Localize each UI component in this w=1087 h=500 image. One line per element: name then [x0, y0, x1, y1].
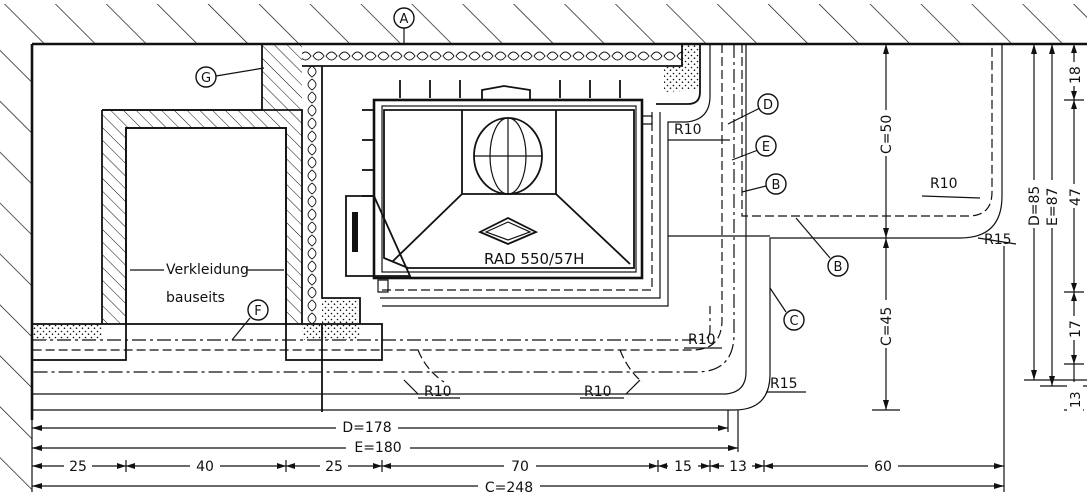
bubble-f: F [231, 299, 269, 341]
radius-r15-corner: R15 [770, 376, 798, 392]
dim-right-c-lower: C=45 [879, 307, 895, 346]
bubble-b-right: B [741, 173, 787, 195]
bubble-d: D [727, 93, 779, 125]
bottom-dimensions: D=178 E=180 [31, 246, 1005, 496]
bubble-e: E [731, 135, 777, 161]
svg-text:C: C [789, 314, 798, 329]
svg-text:D: D [763, 98, 773, 113]
radius-r10-top: R10 [674, 122, 702, 138]
right-dimensions: C=50 C=45 D=85 E=87 [872, 43, 1087, 412]
svg-text:B: B [772, 178, 781, 193]
dim-bottom-d: D=178 [342, 420, 391, 436]
dim-right-seg-mid: 47 [1068, 188, 1084, 206]
svg-text:E: E [762, 140, 770, 155]
svg-text:A: A [400, 12, 409, 27]
dim-right-seg-top: 18 [1068, 66, 1084, 84]
radius-r10-bottom-right: R10 [584, 384, 612, 400]
insulation [302, 44, 701, 326]
fireplace-insert: RAD 550/57H [345, 80, 661, 299]
radius-r10-corner: R10 [688, 332, 716, 348]
insert-model-label: RAD 550/57H [484, 250, 584, 268]
right-hearth-outline [32, 44, 1003, 411]
dim-right-seg-bottom: 13 [1069, 391, 1084, 408]
dim-right-seg-low: 17 [1068, 320, 1084, 338]
bubble-c: C [769, 287, 805, 331]
dim-seg-2: 40 [196, 459, 214, 475]
hearth-offset-lines [32, 44, 747, 412]
svg-text:G: G [201, 71, 211, 86]
dim-bottom-e: E=180 [354, 440, 401, 456]
dim-right-c-upper: C=50 [879, 115, 895, 154]
top-fins [362, 80, 621, 197]
dim-seg-1: 25 [69, 459, 87, 475]
bubble-b-bottom: B [795, 217, 849, 277]
radius-r10-right: R10 [930, 176, 958, 192]
dim-seg-7: 60 [874, 459, 892, 475]
dim-bottom-c: C=248 [485, 480, 533, 496]
radius-r10-bottom-left: R10 [424, 384, 452, 400]
svg-text:F: F [254, 304, 261, 319]
cladding-label: Verkleidung bauseits [130, 262, 284, 306]
bubble-g: G [195, 66, 265, 88]
bubble-a: A [393, 7, 415, 44]
left-cladding-block [31, 44, 383, 361]
radius-r15-right: R15 [984, 232, 1012, 248]
dim-right-e: E=87 [1045, 188, 1061, 226]
dim-right-d: D=85 [1027, 186, 1043, 226]
chain-ticks [32, 460, 1004, 472]
svg-text:B: B [834, 260, 843, 275]
dim-seg-5: 15 [674, 459, 692, 475]
cladding-label-line2: bauseits [166, 290, 225, 306]
cladding-label-line1: Verkleidung [166, 262, 249, 278]
dim-seg-3: 25 [325, 459, 343, 475]
dim-seg-6: 13 [729, 459, 747, 475]
radius-callouts: R10 R10 R15 R10 R15 R10 R10 [403, 122, 1017, 400]
dim-seg-4: 70 [511, 459, 529, 475]
